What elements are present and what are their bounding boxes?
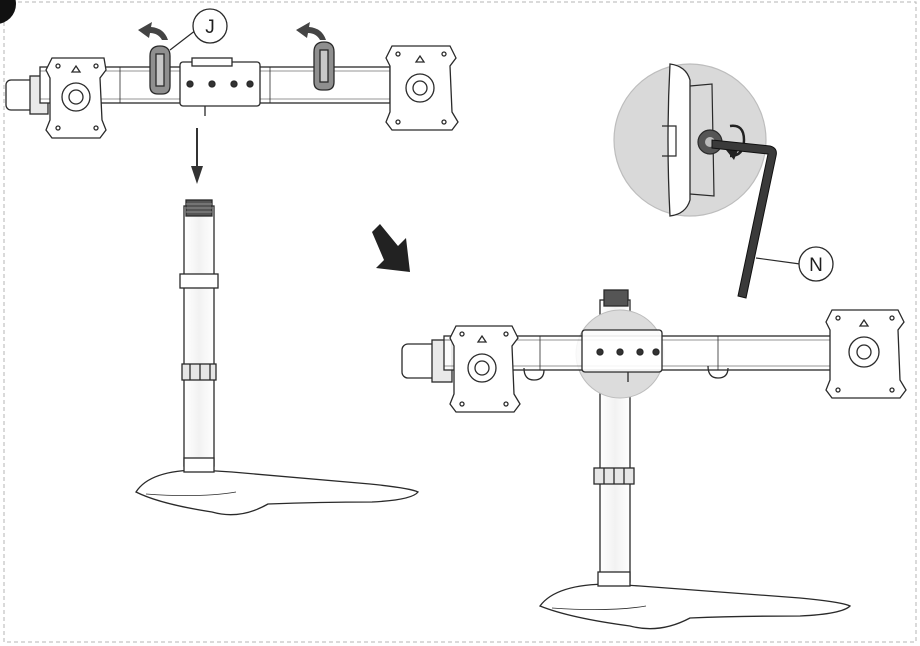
diagonal-arrow (372, 224, 410, 272)
rotate-arrow-left (138, 22, 168, 40)
callout-n: N (755, 246, 834, 282)
vesa-plate-top-left (45, 57, 107, 139)
down-arrow (191, 128, 203, 184)
page-border (3, 1, 917, 643)
callout-j-label: J (205, 17, 215, 38)
callout-n-label: N (809, 255, 823, 276)
cable-clip-right (313, 41, 335, 91)
step-badge (0, 0, 16, 24)
vesa-plate-assembled-left (449, 325, 521, 413)
vesa-plate-top-right (385, 45, 459, 131)
zoom-detail (613, 63, 777, 299)
cable-clip-left (149, 45, 171, 95)
vesa-plate-assembled-right (825, 309, 907, 399)
callout-j: J (169, 8, 228, 51)
stand-pole-left (135, 199, 419, 516)
rotate-arrow-right (296, 22, 326, 40)
